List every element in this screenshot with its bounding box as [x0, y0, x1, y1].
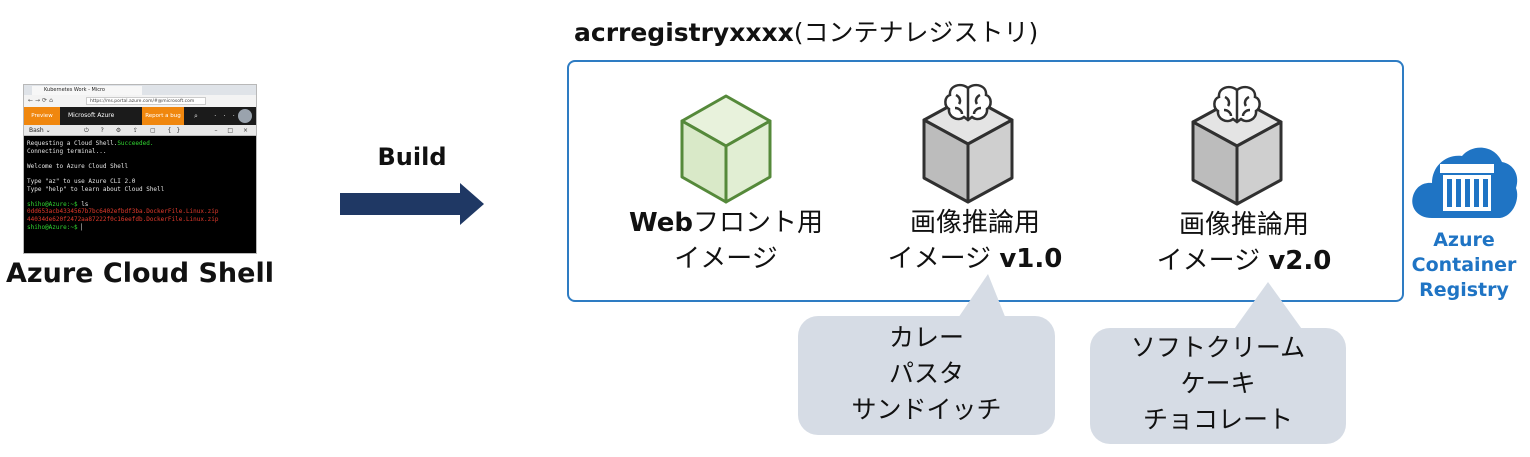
- image-label-web: Webフロント用 イメージ: [628, 208, 823, 274]
- terminal-line: Type "help" to learn about Cloud Shell: [27, 185, 165, 193]
- image-label-v1: 画像推論用 イメージ v1.0: [887, 208, 1063, 274]
- terminal-line: [27, 155, 255, 163]
- terminal-prompt: shiho@Azure:~$: [27, 223, 78, 231]
- window-controls[interactable]: – □ ×: [214, 127, 252, 134]
- bubble-v2-text: ソフトクリーム ケーキ チョコレート: [1090, 330, 1346, 438]
- brain-icon: [1213, 85, 1261, 124]
- bubble-v2: [1090, 328, 1346, 444]
- azure-top-bar: Preview Microsoft Azure Report a bug ⌕ ·…: [24, 107, 256, 125]
- report-bug-button[interactable]: Report a bug: [142, 107, 184, 125]
- cloud-shell-screenshot: Kubernetes Work - Micro ←→⟳⌂ https://ms.…: [23, 84, 257, 254]
- acr-label: Azure Container Registry: [1411, 229, 1517, 301]
- shell-toolbar: Bash ⌄ ⏻ ? ⚙ ⇪ ▢ {} – □ ×: [24, 125, 256, 136]
- registry-title: acrregistryxxxx(コンテナレジストリ): [574, 13, 1038, 49]
- menu-item: サンドイッチ: [851, 395, 1002, 424]
- cloud-shell-caption: Azure Cloud Shell: [6, 258, 274, 289]
- menu-item: ケーキ: [1180, 369, 1256, 398]
- terminal-line: shiho@Azure:~$ ▏: [27, 223, 85, 231]
- nav-icons[interactable]: ←→⟳⌂: [28, 97, 55, 104]
- terminal-line: Connecting terminal...: [27, 147, 107, 155]
- terminal-prompt: shiho@Azure:~$: [27, 200, 78, 208]
- address-bar: ←→⟳⌂ https://ms.portal.azure.com/#@micro…: [24, 95, 256, 107]
- terminal-highlight: Succeeded.: [117, 140, 154, 147]
- terminal-file: 0dd653acb4334567b7bc6402efbdf3ba.DockerF…: [27, 208, 219, 216]
- bubble-pointer-v1: [954, 274, 1008, 324]
- terminal-line: [27, 193, 255, 201]
- shell-tool-icons[interactable]: ⏻ ? ⚙ ⇪ ▢ {}: [84, 127, 186, 134]
- inference-v2-cube-icon: [1191, 85, 1283, 206]
- browser-tab[interactable]: Kubernetes Work - Micro: [32, 86, 142, 95]
- terminal-file: 44034de620f2472aa87222f0c16eefdb.DockerF…: [27, 215, 219, 223]
- search-icon[interactable]: ⌕ ···: [194, 112, 242, 120]
- menu-item: パスタ: [888, 359, 964, 388]
- terminal-line: [27, 170, 255, 178]
- preview-badge: Preview: [24, 107, 60, 125]
- inference-v1-cube-icon: [922, 83, 1014, 204]
- terminal-line: 0dd653acb4334567b7bc6402efbdf3ba.DockerF…: [27, 208, 255, 216]
- brain-icon: [944, 83, 992, 122]
- azure-container-registry-icon: [1412, 147, 1518, 218]
- build-arrow: [340, 183, 484, 225]
- bubble-v1: [798, 316, 1055, 435]
- bubble-v1-text: カレー パスタ サンドイッチ: [798, 320, 1055, 428]
- terminal-line: Welcome to Azure Cloud Shell: [27, 162, 129, 170]
- bubble-pointer-v2: [1232, 282, 1304, 332]
- registry-type: (コンテナレジストリ): [793, 18, 1039, 47]
- menu-item: チョコレート: [1142, 405, 1293, 434]
- terminal-line: 44034de620f2472aa87222f0c16eefdb.DockerF…: [27, 216, 255, 224]
- menu-item: カレー: [888, 323, 964, 352]
- terminal-output[interactable]: Requesting a Cloud Shell.Succeeded.Conne…: [27, 140, 255, 231]
- terminal-line: shiho@Azure:~$ ls: [27, 200, 89, 208]
- avatar[interactable]: [238, 109, 252, 123]
- browser-tab-bar: Kubernetes Work - Micro: [24, 85, 256, 95]
- shell-type-select[interactable]: Bash ⌄: [29, 127, 51, 134]
- build-label: Build: [377, 143, 447, 171]
- terminal-line: Requesting a Cloud Shell.Succeeded.: [27, 140, 154, 147]
- terminal-line: Type "az" to use Azure CLI 2.0: [27, 177, 136, 185]
- azure-brand[interactable]: Microsoft Azure: [68, 112, 115, 119]
- image-label-v2: 画像推論用 イメージ v2.0: [1156, 210, 1332, 276]
- menu-item: ソフトクリーム: [1130, 333, 1306, 362]
- web-cube-icon: [680, 94, 772, 204]
- url-field[interactable]: https://ms.portal.azure.com/#@microsoft.…: [86, 97, 206, 105]
- registry-name: acrregistryxxxx: [574, 18, 794, 47]
